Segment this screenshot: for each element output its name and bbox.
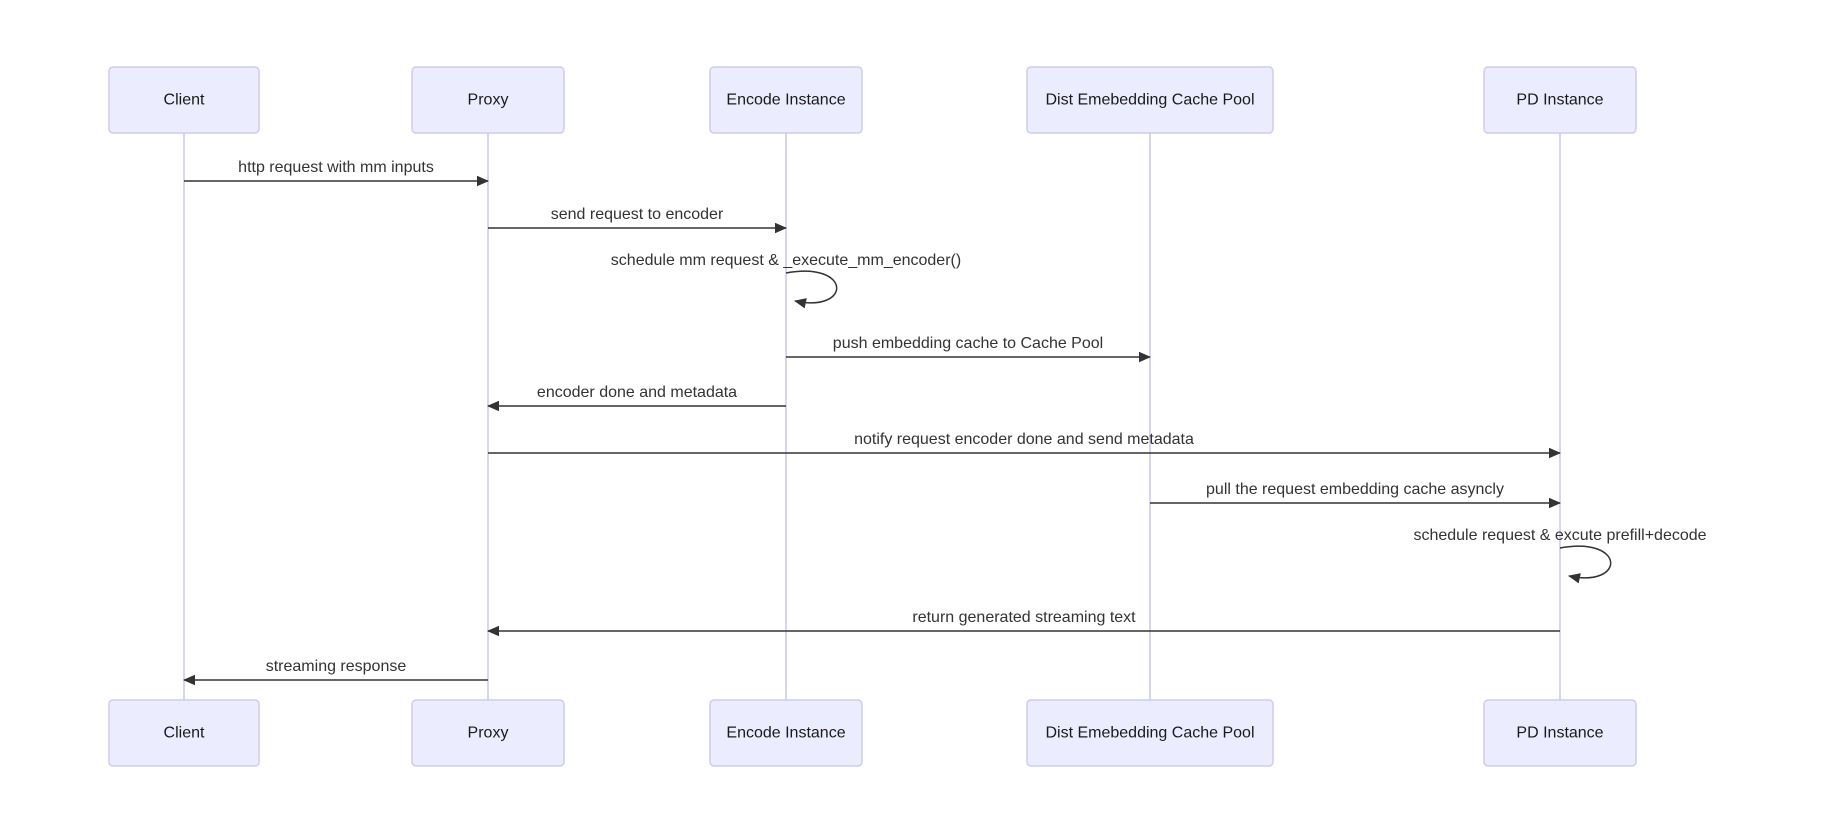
- actor-label: PD Instance: [1516, 92, 1603, 109]
- actor-label: Proxy: [468, 725, 509, 742]
- participant-encode-top: Encode Instance: [709, 66, 863, 134]
- actor-box: [411, 66, 565, 134]
- message-label: send request to encoder: [551, 206, 724, 223]
- message-label: schedule mm request & _execute_mm_encode…: [611, 252, 961, 269]
- participant-cache-pool-bottom: Dist Emebedding Cache Pool: [1026, 699, 1274, 767]
- message-label: pull the request embedding cache asyncly: [1206, 481, 1504, 498]
- self-loop-arrow: [785, 270, 838, 309]
- actor-label: Client: [164, 92, 205, 109]
- actor-box: [1026, 699, 1274, 767]
- actor-box: [709, 699, 863, 767]
- participant-proxy-top: Proxy: [411, 66, 565, 134]
- actor-label: Encode Instance: [726, 92, 845, 109]
- message-label: encoder done and metadata: [537, 384, 737, 401]
- participant-proxy-bottom: Proxy: [411, 699, 565, 767]
- message-label: notify request encoder done and send met…: [854, 431, 1194, 448]
- participant-cache-pool-top: Dist Emebedding Cache Pool: [1026, 66, 1274, 134]
- participant-client-top: Client: [108, 66, 260, 134]
- participant-encode-bottom: Encode Instance: [709, 699, 863, 767]
- message-label: schedule request & excute prefill+decode: [1413, 527, 1706, 544]
- message-label: push embedding cache to Cache Pool: [833, 335, 1103, 352]
- message-label: streaming response: [266, 658, 407, 675]
- actor-box: [108, 699, 260, 767]
- actor-box: [411, 699, 565, 767]
- self-loop-arrow: [1559, 545, 1612, 584]
- message-label: return generated streaming text: [912, 609, 1136, 626]
- actor-label: Proxy: [468, 92, 509, 109]
- actor-label: Client: [164, 725, 205, 742]
- actor-label: Dist Emebedding Cache Pool: [1045, 725, 1254, 742]
- participant-pd-top: PD Instance: [1483, 66, 1637, 134]
- actor-label: Dist Emebedding Cache Pool: [1045, 92, 1254, 109]
- actor-label: Encode Instance: [726, 725, 845, 742]
- participant-pd-bottom: PD Instance: [1483, 699, 1637, 767]
- actor-box: [709, 66, 863, 134]
- actor-box: [1483, 66, 1637, 134]
- participant-client-bottom: Client: [108, 699, 260, 767]
- actor-box: [1026, 66, 1274, 134]
- actor-box: [108, 66, 260, 134]
- message-label: http request with mm inputs: [238, 159, 434, 176]
- actor-label: PD Instance: [1516, 725, 1603, 742]
- actor-box: [1483, 699, 1637, 767]
